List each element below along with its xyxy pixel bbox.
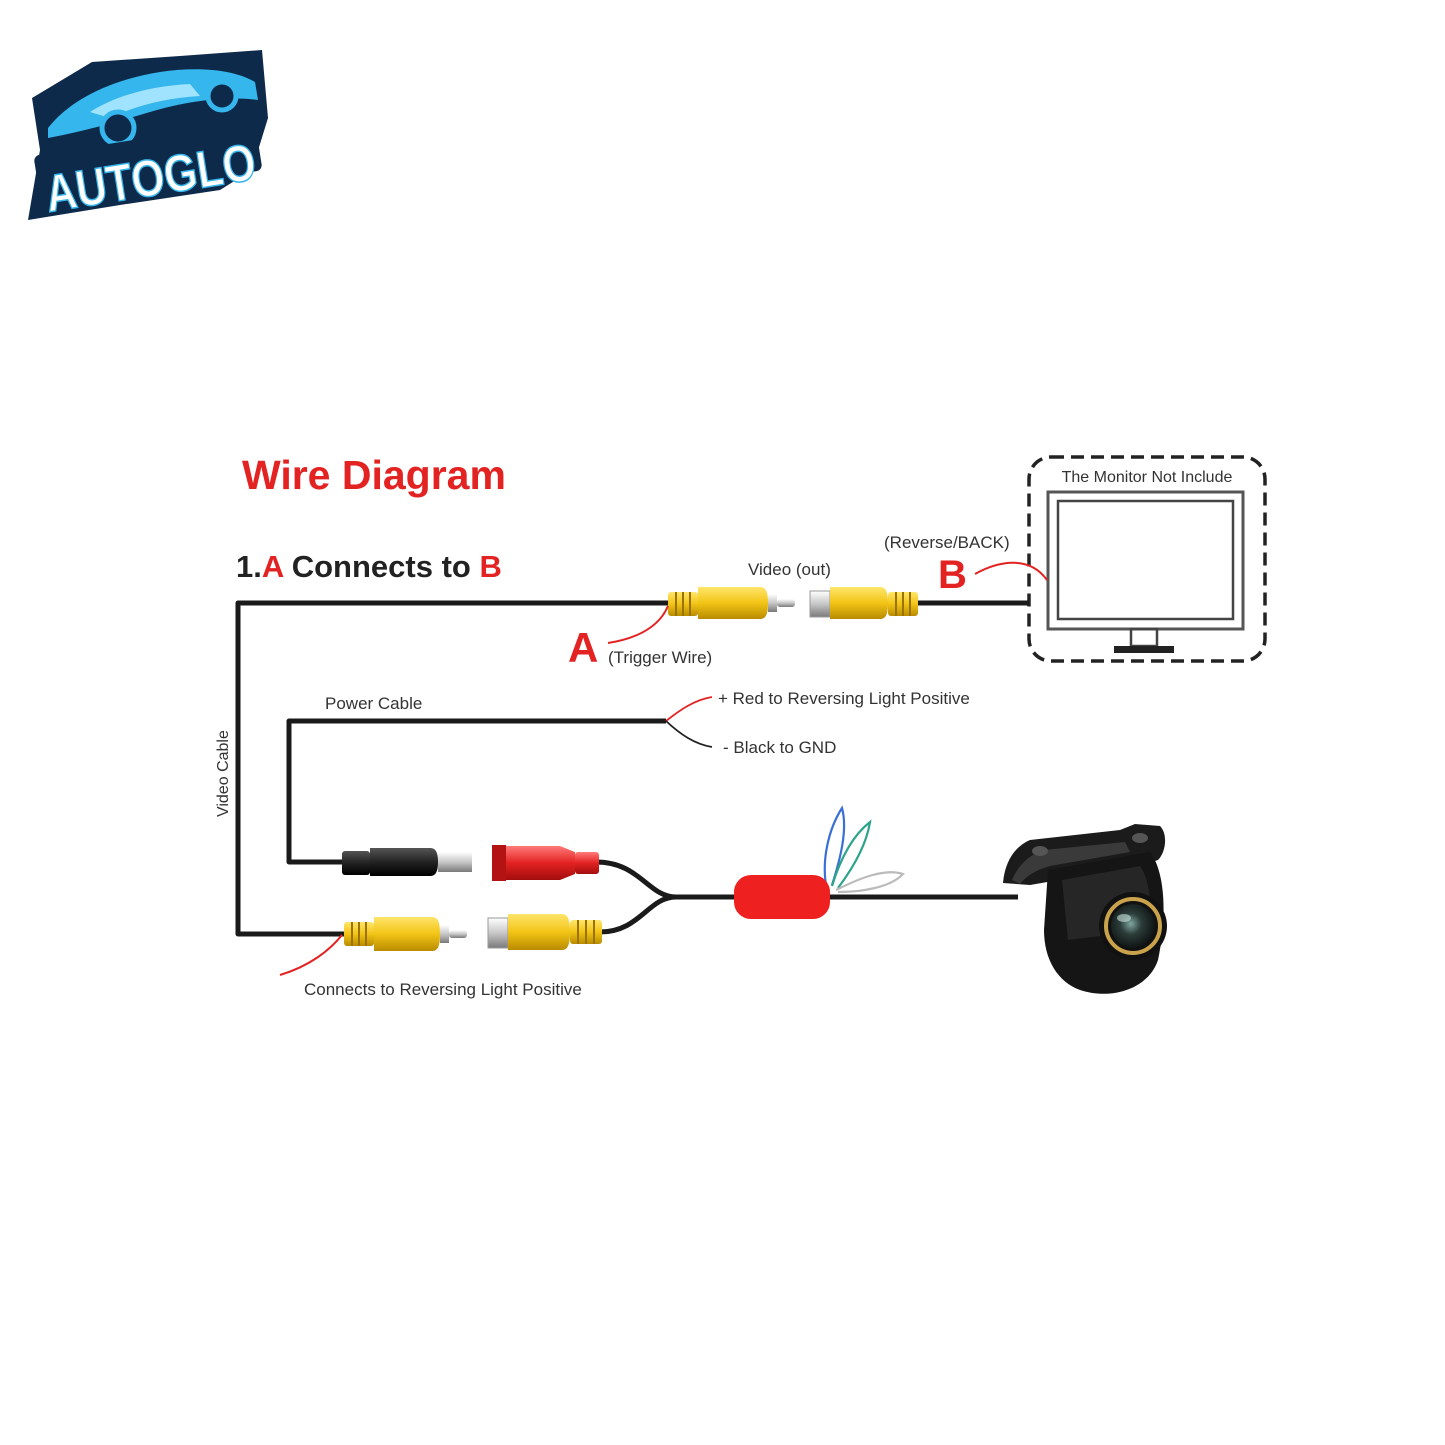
black-wire-label: - Black to GND bbox=[723, 738, 836, 757]
video-cable-label: Video Cable bbox=[215, 730, 232, 817]
power-cable-wire bbox=[286, 718, 666, 865]
step-letter-b: B bbox=[479, 549, 501, 584]
step-heading: 1.A Connects to B bbox=[236, 549, 502, 584]
monitor-dashed-frame bbox=[1027, 455, 1267, 663]
step-middle: Connects to bbox=[283, 549, 479, 584]
callout-letter-b: B bbox=[938, 553, 967, 597]
callout-a-line bbox=[607, 605, 669, 644]
monitor-stand bbox=[1114, 646, 1174, 653]
splitter-wire bbox=[595, 859, 740, 900]
rca-male-top-connector bbox=[668, 587, 795, 619]
diagram-title: Wire Diagram bbox=[242, 452, 506, 498]
camera-lens bbox=[1104, 897, 1162, 955]
wheel-icon bbox=[99, 109, 137, 147]
wiring bbox=[235, 600, 1029, 937]
dc-power-female-connector bbox=[492, 845, 599, 881]
rca-male-bottom-connector bbox=[344, 917, 467, 951]
car-silhouette-icon bbox=[48, 69, 258, 138]
power-cable-label: Power Cable bbox=[325, 694, 422, 713]
monitor-note: The Monitor Not Include bbox=[1062, 469, 1233, 486]
autoglo-logo: AUTOGLO AUSTRALIA bbox=[28, 50, 268, 225]
rca-female-top-connector bbox=[809, 587, 918, 619]
callout-reversing-line bbox=[279, 934, 343, 976]
step-letter-a: A bbox=[262, 549, 284, 584]
monitor-group: The Monitor Not Include bbox=[1027, 455, 1267, 663]
control-box bbox=[734, 875, 830, 919]
wheel-icon bbox=[205, 79, 239, 113]
trigger-wire-label: (Trigger Wire) bbox=[608, 648, 712, 667]
step-number: 1. bbox=[236, 549, 262, 584]
red-wire-label: + Red to Reversing Light Positive bbox=[718, 689, 970, 708]
callout-b-line bbox=[974, 561, 1048, 581]
reverse-back-label: (Reverse/BACK) bbox=[884, 533, 1010, 552]
rca-female-bottom-connector bbox=[487, 914, 602, 950]
video-out-label: Video (out) bbox=[748, 560, 831, 579]
reverse-camera-icon bbox=[1003, 824, 1167, 994]
callout-letter-a: A bbox=[568, 624, 598, 671]
reversing-light-note: Connects to Reversing Light Positive bbox=[304, 980, 582, 999]
dc-power-male-connector bbox=[342, 848, 472, 876]
video-cable-wire bbox=[235, 600, 672, 937]
